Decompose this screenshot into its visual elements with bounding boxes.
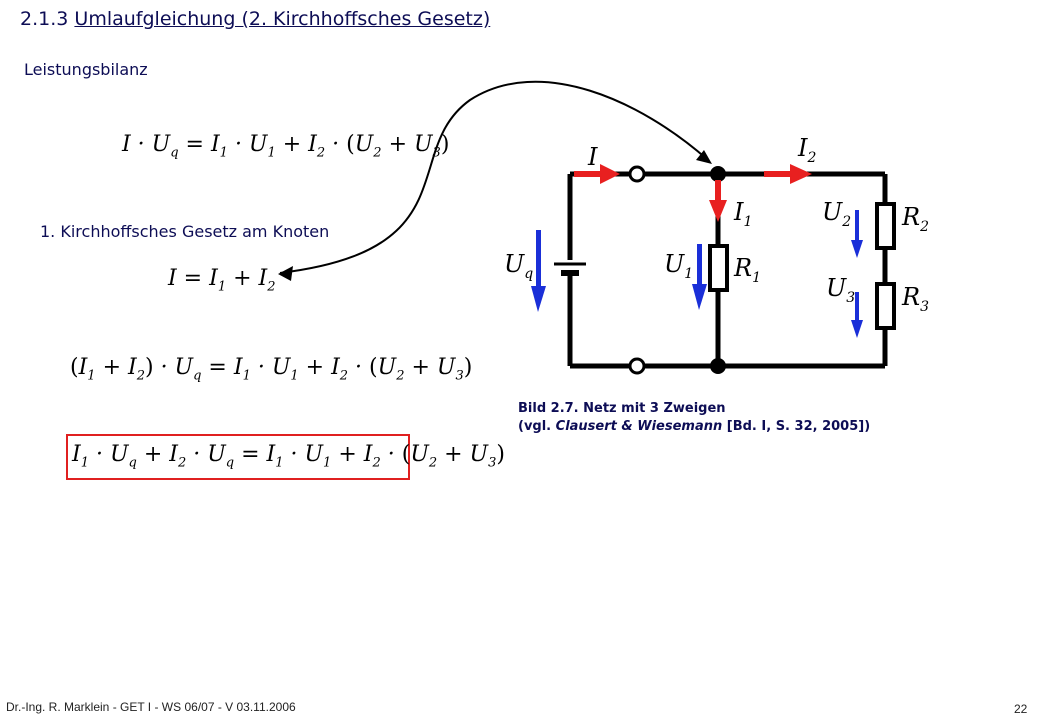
label-i1: I1 (733, 198, 752, 230)
link-arrow-curve (279, 80, 709, 274)
node-bottom (710, 358, 726, 374)
kirchhoff-label: 1. Kirchhoffsches Gesetz am Knoten (40, 222, 330, 241)
equation-result: I1 · Uq + I2 · Uq = I1 · U1 + I2 · (U2 +… (72, 442, 505, 471)
terminal-top (628, 165, 646, 183)
label-uq: Uq (504, 250, 533, 282)
label-i2: I2 (797, 134, 816, 166)
label-u2: U2 (822, 198, 851, 230)
figure-caption: Bild 2.7. Netz mit 3 Zweigen (vgl. Claus… (518, 400, 870, 436)
node-top (710, 166, 726, 182)
resistor-r2 (875, 202, 896, 250)
label-r3: R3 (901, 283, 929, 315)
label-r1: R1 (733, 254, 761, 286)
circuit-wires (567, 171, 888, 369)
caption-line1: Bild 2.7. Netz mit 3 Zweigen (518, 401, 726, 416)
footer-author: Dr.-Ing. R. Marklein - GET I - WS 06/07 … (6, 700, 296, 714)
link-arrowhead-to-equation (278, 266, 293, 281)
section-number: 2.1.3 (20, 8, 69, 30)
equation-substituted: (I1 + I2) · Uq = I1 · U1 + I2 · (U2 + U3… (70, 355, 473, 384)
terminal-bottom (628, 357, 646, 375)
resistor-r3 (875, 282, 896, 330)
voltage-arrows (531, 210, 863, 338)
label-u3: U3 (826, 274, 855, 306)
equation-node-law: I = I1 + I2 (168, 266, 276, 295)
page-title: 2.1.3 Umlaufgleichung (2. Kirchhoffsches… (20, 8, 490, 30)
label-u1: U1 (664, 250, 693, 282)
caption-line2: (vgl. Clausert & Wiesemann [Bd. I, S. 32… (518, 419, 871, 434)
label-i: I (587, 143, 598, 171)
subtitle-leistungsbilanz: Leistungsbilanz (24, 60, 148, 79)
link-arrowhead-to-node (696, 150, 712, 164)
current-arrows (574, 164, 812, 222)
result-box (66, 434, 410, 480)
page-number: 22 (1014, 702, 1028, 716)
source-plate-short (561, 270, 579, 276)
resistor-r1 (708, 244, 729, 292)
section-title: Umlaufgleichung (2. Kirchhoffsches Geset… (74, 8, 491, 30)
equation-power-balance: I · Uq = I1 · U1 + I2 · (U2 + U3) (122, 132, 450, 161)
label-r2: R2 (901, 203, 929, 235)
